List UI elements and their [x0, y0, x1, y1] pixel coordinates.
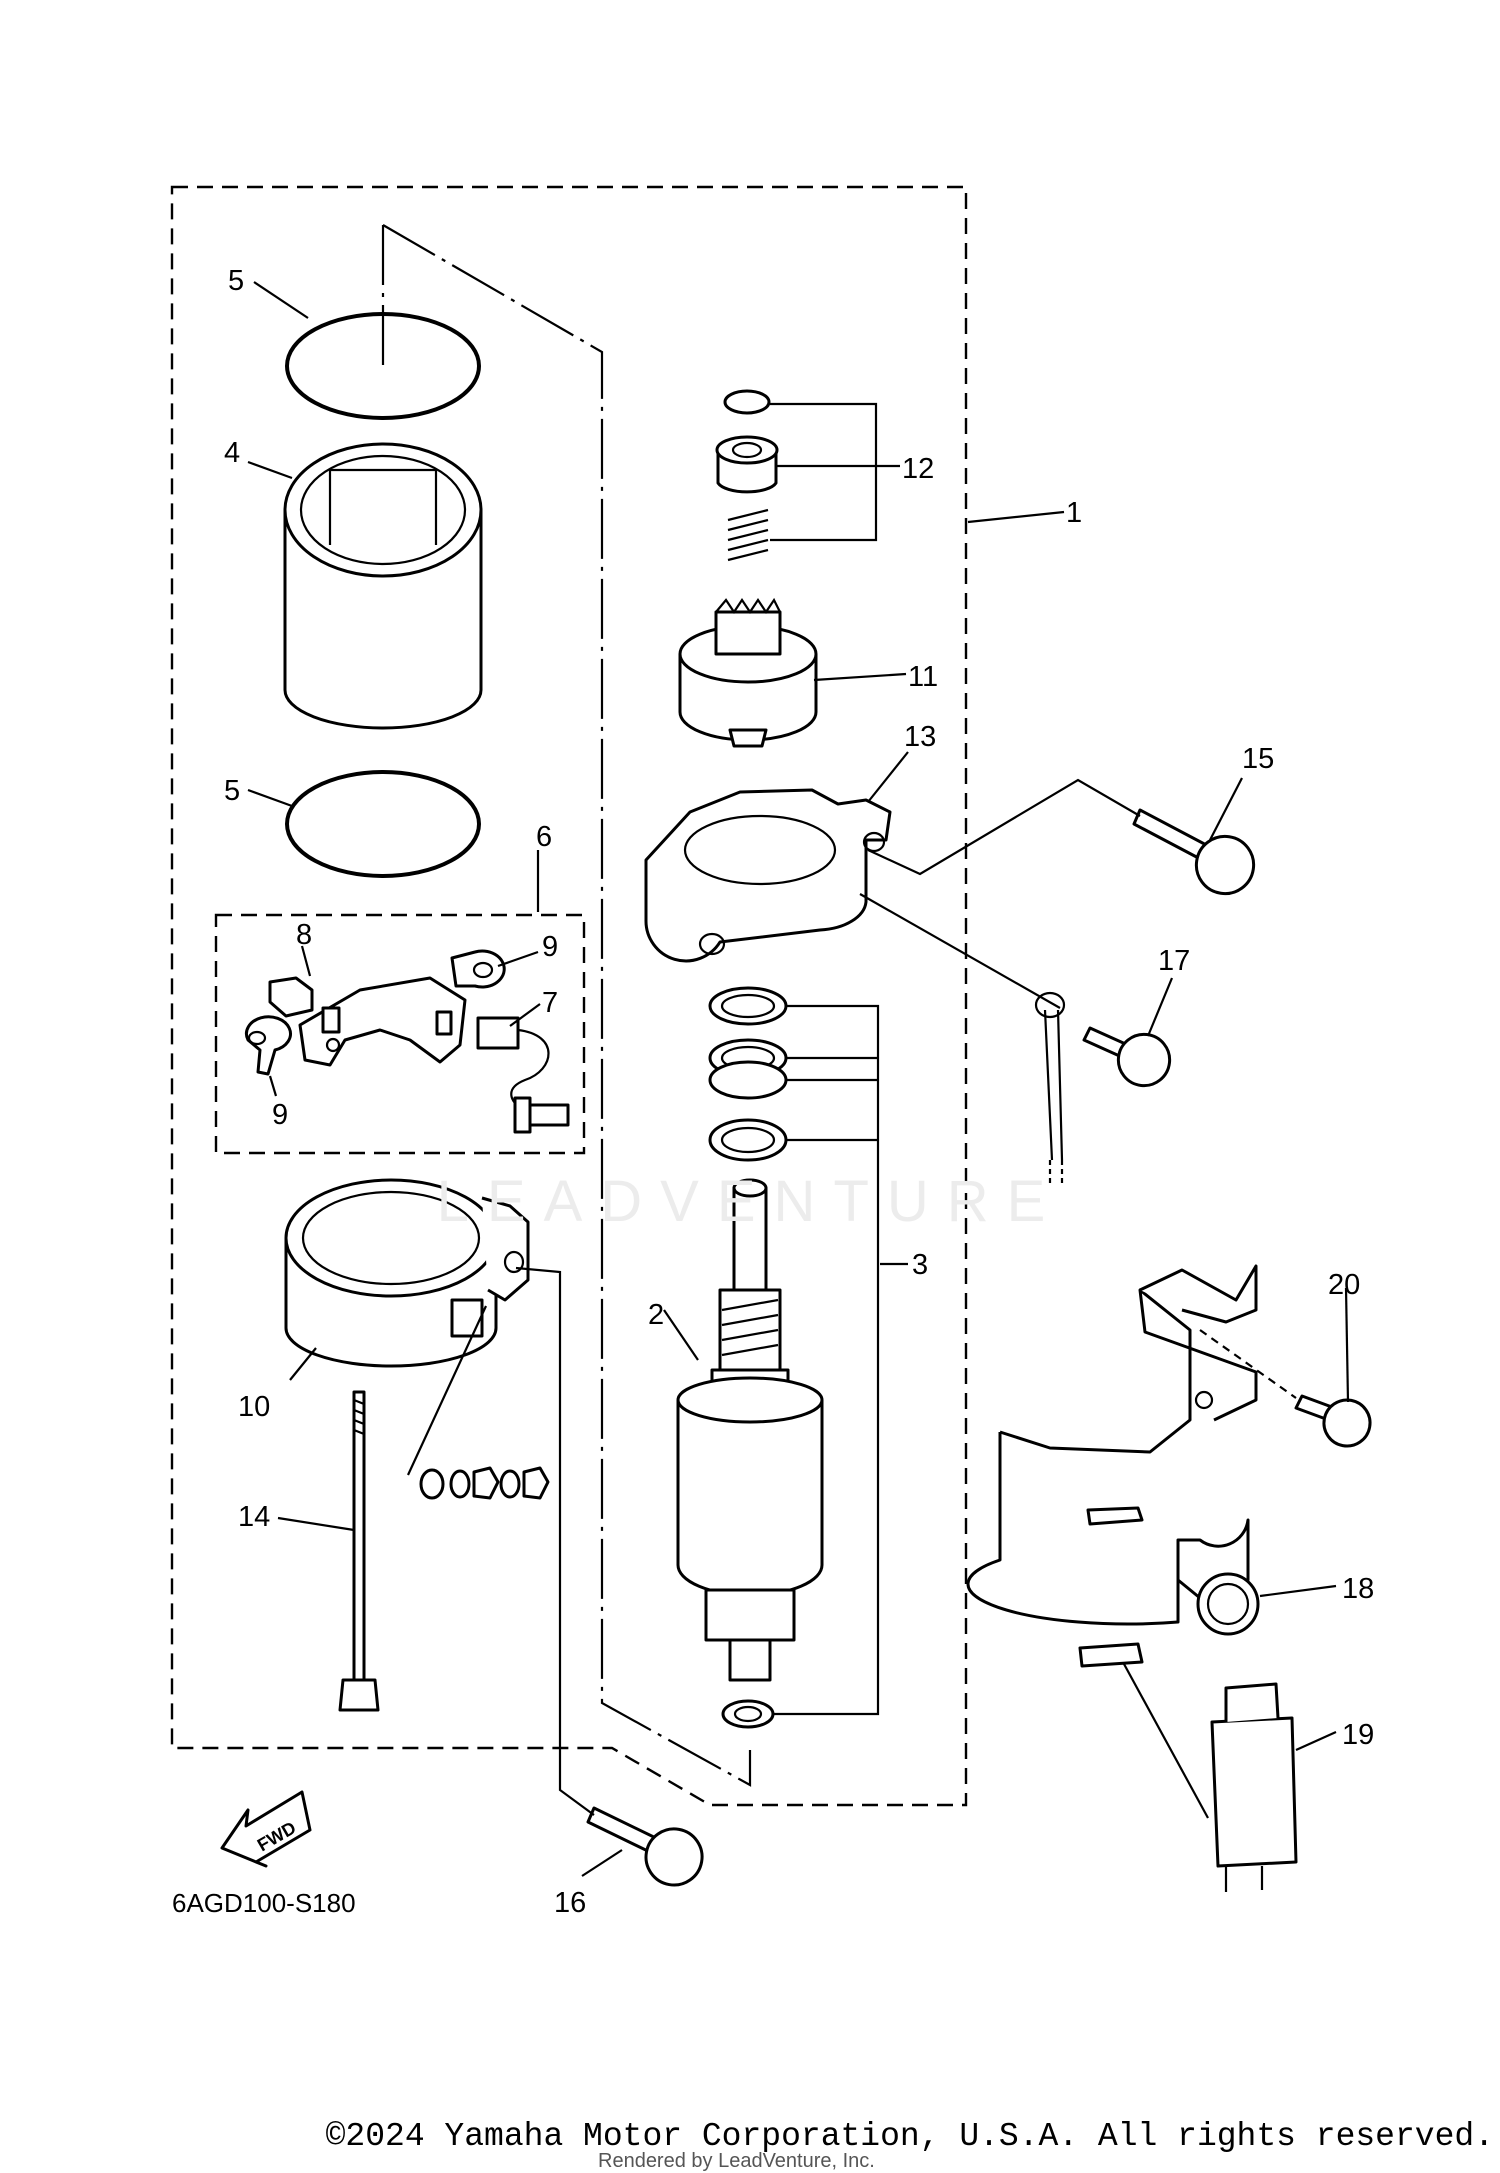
label-part-19: 19: [1342, 1719, 1374, 1751]
label-part-11: 11: [908, 661, 938, 693]
center-line: [382, 224, 752, 1787]
diagram-code: 6AGD100-S180: [172, 1888, 356, 1918]
copyright-notice: ©2024 Yamaha Motor Corporation, U.S.A. A…: [325, 2118, 1494, 2155]
label-part-20: 20: [1328, 1269, 1360, 1301]
rendered-by-text: Rendered by LeadVenture, Inc.: [598, 2150, 875, 2172]
label-part-18: 18: [1342, 1573, 1374, 1605]
brush-holder: [298, 976, 467, 1067]
washer-set: [708, 986, 880, 1729]
label-part-16: 16: [554, 1887, 586, 1919]
spring-9a: [450, 949, 506, 989]
label-part-10: 10: [238, 1391, 270, 1423]
leader-lines: [247, 281, 1350, 1877]
fwd-arrow-icon: FWD: [220, 1790, 312, 1868]
cover-19: [1210, 1682, 1298, 1892]
label-part-14: 14: [238, 1501, 270, 1533]
label-part-13: 13: [904, 721, 936, 753]
label-part-2: 2: [648, 1299, 664, 1331]
brush-7: [476, 1016, 570, 1134]
o-ring-top: [285, 312, 481, 420]
front-bracket: [644, 788, 892, 963]
mount-bracket: [966, 1264, 1260, 1668]
label-part-15: 15: [1242, 743, 1274, 775]
spring-9b: [244, 1015, 292, 1076]
label-part-7: 7: [542, 987, 558, 1019]
leader-cover: [1123, 1663, 1209, 1819]
label-part-3: 3: [912, 1249, 928, 1281]
rear-bracket: [284, 1178, 530, 1368]
label-part-6: 6: [536, 821, 552, 853]
washer-nut-set: [407, 1305, 550, 1500]
label-part-12: 12: [902, 453, 934, 485]
label-part-5-bottom: 5: [224, 775, 240, 807]
pinion-set: [715, 389, 779, 562]
o-ring-bottom: [285, 770, 481, 878]
label-part-1: 1: [1066, 497, 1082, 529]
brush-8: [268, 976, 314, 1018]
label-part-17: 17: [1158, 945, 1190, 977]
bolt-15: [867, 778, 1256, 896]
through-bolt: [338, 1390, 380, 1712]
armature: [676, 1178, 824, 1682]
label-part-5-top: 5: [228, 265, 244, 297]
label-part-9-bottom: 9: [272, 1099, 288, 1131]
drive-pinion: [678, 597, 818, 748]
bolt-20: [1199, 1329, 1372, 1448]
yoke: [283, 442, 483, 730]
brush-holder-boundary: [214, 913, 586, 1155]
label-part-4: 4: [224, 437, 240, 469]
bolt-16: [515, 1266, 704, 1887]
label-part-9-top: 9: [542, 931, 558, 963]
label-part-8: 8: [296, 919, 312, 951]
screw-17: [859, 893, 1172, 1185]
